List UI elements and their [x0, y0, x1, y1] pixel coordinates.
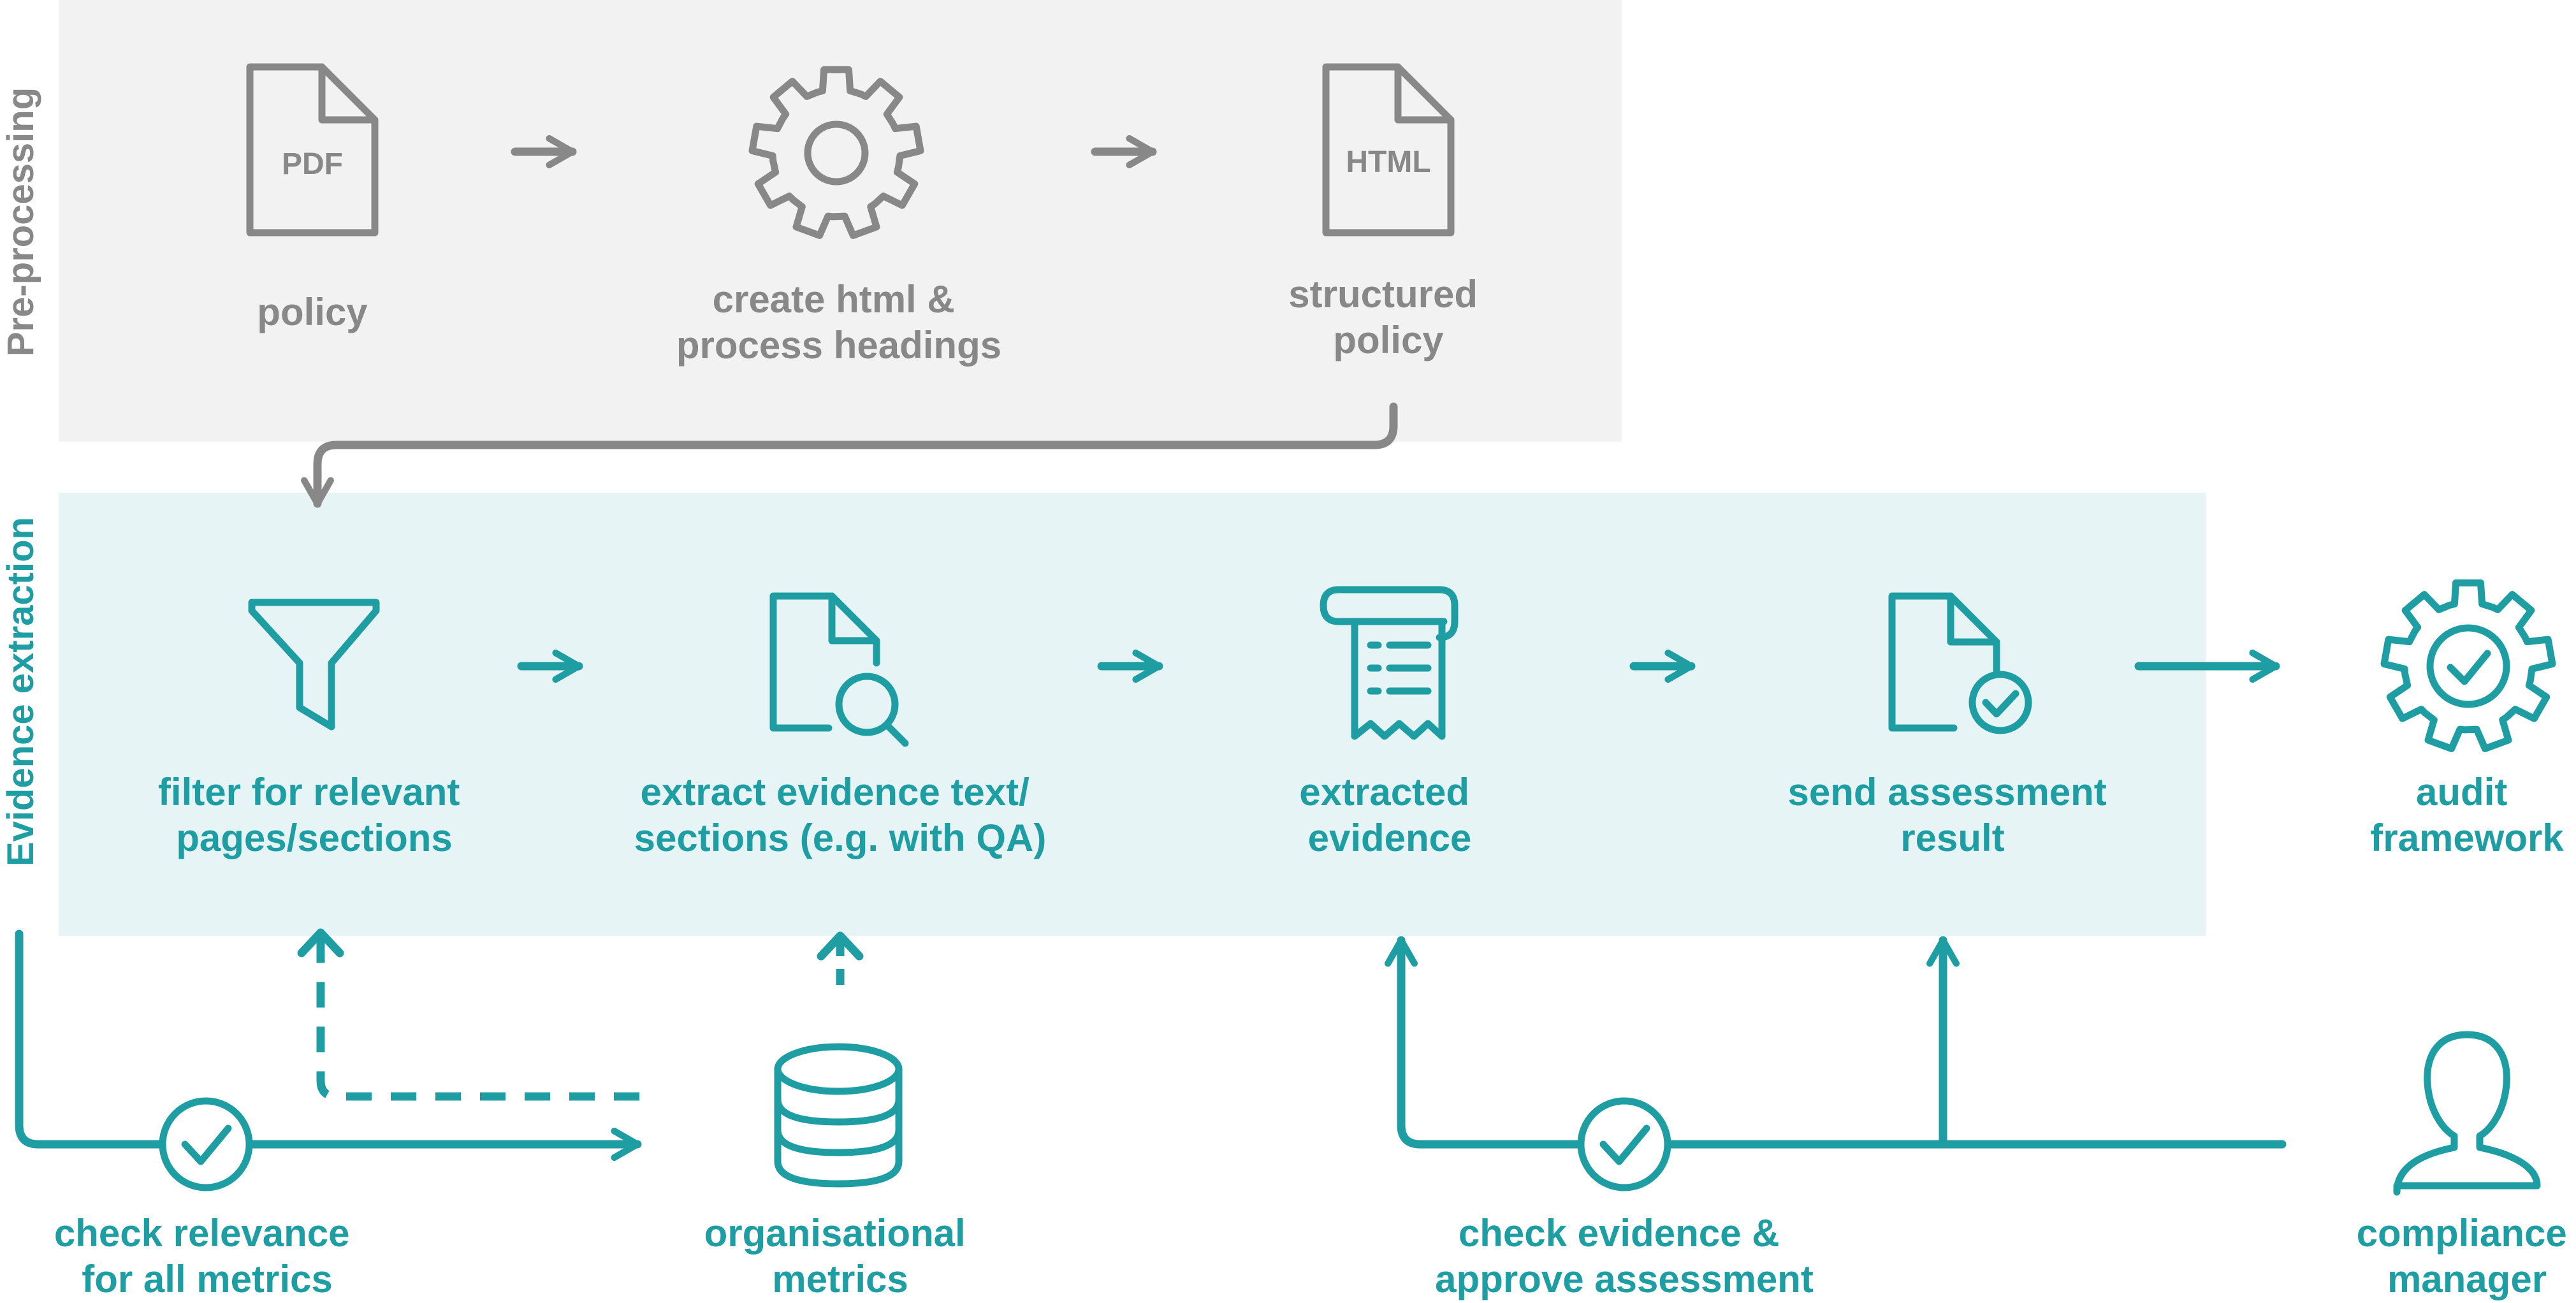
database-icon — [774, 1043, 903, 1188]
evidence-scroll-icon — [1320, 586, 1459, 740]
gear-check-icon — [2380, 579, 2556, 752]
dashed-arrowhead-filter — [297, 928, 344, 957]
extract-label: extract evidence text/ sections (e.g. wi… — [634, 771, 1047, 859]
check-mark — [2447, 650, 2491, 685]
relevance-flow-line — [15, 929, 642, 1161]
dashed-metrics-to-filter — [316, 937, 639, 1101]
create-html-label: create html & process headings — [676, 278, 1001, 367]
compliance-manager-label: compliance manager — [2357, 1212, 2576, 1300]
preprocessing-section-label: Pre-processing — [0, 87, 41, 356]
dashed-arrowhead-extract — [817, 931, 864, 961]
check-relevance-icon — [159, 1097, 253, 1191]
check-evidence-label: check evidence & approve assessment — [1435, 1212, 1814, 1300]
structured-policy-label: structured policy — [1288, 273, 1488, 361]
document-search-icon — [769, 592, 909, 747]
extraction-panel — [59, 493, 2206, 936]
extraction-section-label: Evidence extraction — [0, 517, 41, 866]
pdf-document-icon — [246, 63, 379, 237]
compliance-flow-line — [1385, 936, 2287, 1149]
send-assessment-label: send assessment result — [1788, 771, 2118, 859]
check-relevance-label: check relevance for all metrics — [54, 1212, 360, 1300]
filter-label: filter for relevant pages/sections — [158, 771, 470, 859]
organisational-metrics-label: organisational metrics — [704, 1212, 977, 1300]
gear-outline — [748, 66, 924, 239]
filter-funnel-icon — [248, 599, 380, 731]
gear-hub — [804, 120, 869, 186]
extracted-evidence-label: extracted evidence — [1299, 771, 1480, 859]
html-badge: HTML — [1346, 145, 1430, 179]
html-document-icon — [1322, 63, 1455, 237]
gear-outline — [2380, 579, 2556, 752]
document-check-icon — [1888, 592, 2032, 734]
audit-framework-label: audit framework — [2370, 771, 2564, 859]
connector-structured-to-filter — [301, 402, 1398, 508]
user-icon — [2393, 1031, 2541, 1196]
pdf-badge: PDF — [282, 147, 343, 181]
gear-hub — [2426, 624, 2510, 708]
gear-icon — [748, 66, 924, 239]
check-evidence-icon — [1577, 1097, 1671, 1191]
policy-label: policy — [257, 291, 368, 333]
